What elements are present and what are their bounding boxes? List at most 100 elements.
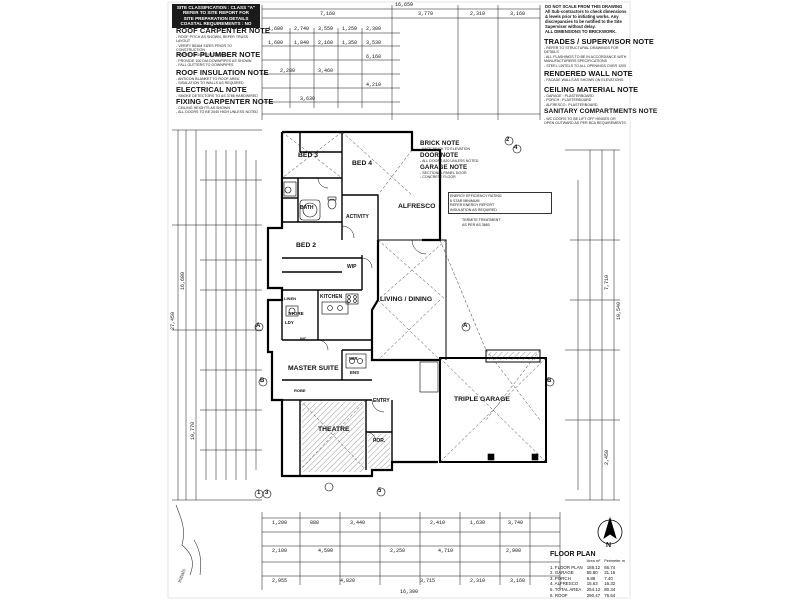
room-label-bed4: BED 4 [352,160,373,167]
note-line: - ALL DOORS 820 UNLESS NOTED [420,159,479,163]
section-marker-2: 2 [506,137,510,143]
room-label-theatre: THEATRE [318,426,350,433]
rendered-wall-note-text: - FACADE WALLS AS SHOWN ON ELEVATIONS [544,78,628,82]
dim-left-mid: 16,680 [180,271,186,290]
table-row: 2. GARAGE 55.80 31.16 [548,570,627,576]
fixing-carpenter-note-text: - CEILING HEIGHTS AS SHOWN - ALL DOORS T… [176,106,260,115]
area-schedule-table: Area m² Perimeter m 1. FLOOR PLAN 188.12… [548,559,627,598]
room-label-store: STORE [288,311,304,316]
sanitary-compartments-note-text: - WC DOORS TO BE LIFT OFF HINGES OR OPEN… [544,117,628,126]
section-marker-3: 3 [265,490,269,496]
bottom-dimension-lines [261,512,561,590]
dim-top-seg2: 3,770 [418,11,434,17]
rendered-wall-note-heading: RENDERED WALL NOTE [544,69,633,78]
warning-line: discrepancies to be notified to the Site [545,19,622,24]
roof-plumber-note-heading: ROOF PLUMBER NOTE [176,50,261,59]
note-line: - SMOKE DETECTORS TO AS 3786 HARDWIRED [176,94,258,98]
area-cell: 3. PORCH [550,575,571,581]
room-label-wc: WC [300,336,307,341]
dim-top-seg1: 7,160 [320,11,336,17]
dim-bottom-row3-1: 2,955 [272,578,288,584]
dim-bottom-row1-6: 3,740 [508,520,524,526]
dim-bottom-row1-3: 3,440 [350,520,366,526]
note-line: - SECTIONAL PANEL DOOR [420,171,467,175]
dim-bottom-row3-4: 2,310 [470,578,486,584]
note-line: - PROVIDE 100 DIA DOWNPIPES AS SHOWN [176,59,252,63]
fixtures [283,181,539,461]
door-note-heading: DOOR NOTE [420,152,459,159]
dim-left-total: 27,450 [170,311,176,330]
roof-carpenter-note-heading: ROOF CARPENTER NOTE [176,26,270,35]
site-class-line-4: COASTAL REQUIREMENTS : NO [180,21,252,27]
dim-bottom-row2-4: 4,710 [438,548,454,554]
section-marker-5: 5 [378,488,382,494]
area-cell: 80.34 [604,586,616,592]
note-line: - VERIFY BEAM SIZES PRIOR TO CONSTRUCTIO… [176,43,232,53]
section-marker-4: 4 [514,145,518,151]
note-line: - CONCRETE FLOOR [420,175,456,180]
note-line: - REFER TO STRUCTURAL DRAWINGS FOR DETAI… [544,46,619,55]
termite-box: TERMITE TREATMENT AS PER AS 3660 [462,218,522,227]
room-label-ens: ENS [350,370,360,375]
note-line: - REFER ENGINEERS DETAILS [176,52,229,57]
ceiling-material-note-text: - GARAGE : PLASTERBOARD - PORCH : PLASTE… [544,94,628,107]
note-line: - CEILING HEIGHTS AS SHOWN [176,106,230,110]
termite-line: TERMITE TREATMENT [462,218,501,222]
dim-bottom-row2-5: 2,900 [506,548,522,554]
roof-lines [281,131,547,471]
roof-plumber-note-text: - PROVIDE 100 DIA DOWNPIPES AS SHOWN - F… [176,59,260,68]
dim-right-seg1: 7,710 [604,274,610,290]
table-row: 5. TOTAL AREA 254.12 80.34 [548,587,627,593]
section-marker-shapes [254,136,555,499]
dim-left-seg: 10,770 [190,421,196,440]
dim-top-row3-2: 1,840 [294,40,310,46]
dim-top-row4-1: 2,280 [280,68,296,74]
dim-top-row4-4: 3,630 [300,96,316,102]
garage-bench [419,361,439,393]
note-line: - FACE BRICK TO ELEVATION [420,147,471,151]
area-cell: 55.80 [586,570,598,576]
porch-hatch [368,434,390,468]
room-label-porch: POR. [373,438,386,444]
room-label-activity: ACTIVITY [346,214,369,220]
dim-top-row3-5: 3,530 [366,40,382,46]
internal-walls [281,132,393,476]
dim-bottom-row3-5: 3,160 [510,578,526,584]
note-line: - SISALATION TO WALLS AS REQUIRED [176,81,244,86]
dim-top-seg3: 2,310 [470,11,486,17]
note-line: - PORCH : PLASTERBOARD [544,98,592,103]
electrical-note-heading: ELECTRICAL NOTE [176,85,247,94]
note-line: - ALFRESCO : PLASTERBOARD [544,102,598,107]
room-label-linen: LINEN [284,296,296,301]
dim-right-seg2: 2,450 [604,449,610,465]
warning-line: DO NOT SCALE FROM THIS DRAWING [545,4,623,9]
note-line: - STEEL LINTELS TO ALL OPENINGS OVER 120… [544,63,627,68]
room-label-wip: WIP [347,264,357,270]
site-class-line-2: REFER TO SITE REPORT FOR [182,10,250,16]
warning-line: All Sub-contractors to check dimensions [545,9,627,14]
dim-top-row2-5: 2,300 [366,26,382,32]
note-line: MANUFACTURERS SPECIFICATIONS [544,59,608,64]
site-classification-box: SITE CLASSIFICATION : CLASS "A" REFER TO… [172,4,260,28]
door-note-text: - ALL DOORS 820 UNLESS NOTED [420,159,510,163]
dim-bottom-total: 16,390 [400,589,419,595]
room-label-bed3: BED 3 [298,152,319,159]
brick-note-heading: BRICK NOTE [420,140,460,147]
garage-store-hatch [488,352,538,360]
dim-top-row2-2: 2,740 [294,26,310,32]
area-cell: 6. ROOF [550,592,568,598]
area-cell: 66.74 [604,564,616,570]
room-label-master-suite: MASTER SUITE [288,365,339,372]
room-label-entry: ENTRY [373,398,390,404]
energy-line: ENERGY EFFICIENCY RATING [450,194,502,198]
dim-right-total: 19,540 [616,301,622,320]
dim-top-row3-4: 1,350 [342,40,358,46]
dim-top-row2-4: 1,250 [342,26,358,32]
dim-top-row2-3: 3,550 [318,26,334,32]
area-cell: 6.88 [586,575,596,581]
roof-insulation-note-text: - ANTICON BLANKET TO ROOF AREA - SISALAT… [176,77,260,86]
room-label-living-dining: LIVING / DINING [380,296,433,303]
do-not-scale-warning: DO NOT SCALE FROM THIS DRAWING All Sub-c… [545,4,629,34]
area-cell: 15.63 [586,581,598,587]
area-table-header: Area m² [586,559,601,563]
